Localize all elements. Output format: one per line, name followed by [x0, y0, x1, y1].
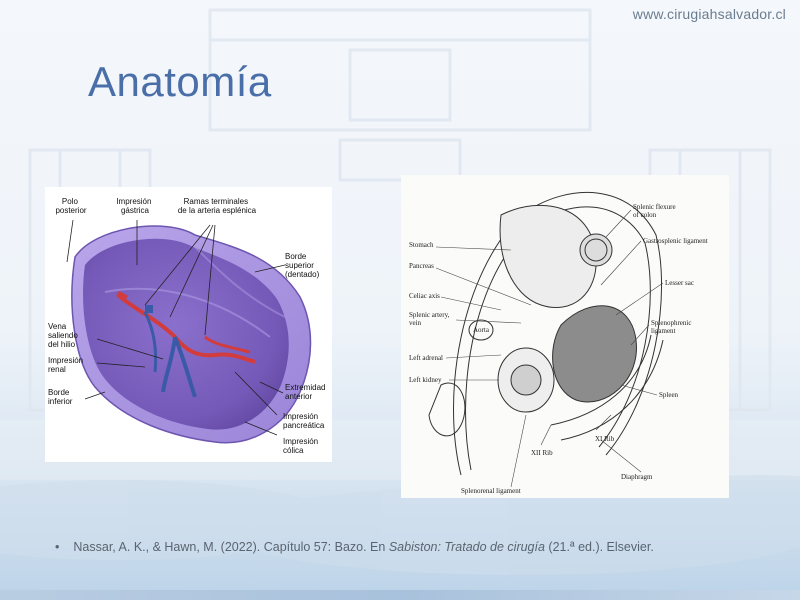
- splenic-vessels: [116, 290, 256, 398]
- label-vena-hilio: Vena saliendo del hilio: [48, 322, 80, 349]
- citation-edition: (21.ª ed.). Elsevier.: [544, 540, 654, 554]
- label-lesser-sac: Lesser sac: [665, 279, 694, 287]
- page-title: Anatomía: [88, 58, 272, 105]
- label-polo-posterior: Polo posterior: [55, 197, 86, 215]
- website-url: www.cirugiahsalvador.cl: [632, 6, 786, 22]
- cross-section-illustration: Splenic flexure of colon Stomach Gastros…: [409, 191, 708, 495]
- label-impresion-colica: Impresión cólica: [283, 437, 320, 455]
- label-ramas-terminales: Ramas terminales de la arteria esplénica: [178, 197, 257, 215]
- label-pancreas: Pancreas: [409, 262, 434, 270]
- spleen-illustration: Polo posterior Impresión gástrica Ramas …: [48, 197, 328, 455]
- label-celiac-axis: Celiac axis: [409, 292, 440, 300]
- label-splenophrenic-ligament: Splenophrenic ligament: [651, 319, 693, 335]
- label-spleen: Spleen: [659, 391, 679, 399]
- footer-band: [0, 590, 800, 600]
- citation: • Nassar, A. K., & Hawn, M. (2022). Capít…: [55, 540, 654, 554]
- citation-authors: Nassar, A. K., & Hawn, M. (2022). Capítu…: [73, 540, 389, 554]
- label-borde-inferior: Borde inferior: [48, 388, 73, 406]
- label-splenic-artery-vein: Splenic artery, vein: [409, 311, 451, 327]
- cross-section-figure: Splenic flexure of colon Stomach Gastros…: [401, 175, 729, 498]
- label-xi-rib: XI Rib: [595, 435, 615, 443]
- label-splenorenal-ligament: Splenorenal ligament: [461, 487, 521, 495]
- label-splenic-flexure: Splenic flexure of colon: [633, 203, 677, 219]
- label-borde-superior: Borde superior (dentado): [285, 252, 320, 279]
- label-impresion-renal: Impresión renal: [48, 356, 85, 374]
- label-left-kidney: Left kidney: [409, 376, 442, 384]
- spleen-anatomy-figure: Polo posterior Impresión gástrica Ramas …: [45, 187, 332, 462]
- label-extremidad-anterior: Extremidad anterior: [285, 383, 328, 401]
- label-stomach: Stomach: [409, 241, 434, 249]
- label-diaphragm: Diaphragm: [621, 473, 653, 481]
- label-impresion-gastrica: Impresión gástrica: [116, 197, 153, 215]
- label-left-adrenal: Left adrenal: [409, 354, 443, 362]
- label-xii-rib: XII Rib: [531, 449, 553, 457]
- label-impresion-pancreatica: Impresión pancreática: [283, 412, 325, 430]
- citation-book-title: Sabiston: Tratado de cirugía: [388, 540, 545, 554]
- label-aorta: Aorta: [473, 326, 490, 334]
- citation-bullet: •: [55, 540, 60, 554]
- label-gastrosplenic-ligament: Gastrosplenic ligament: [643, 237, 708, 245]
